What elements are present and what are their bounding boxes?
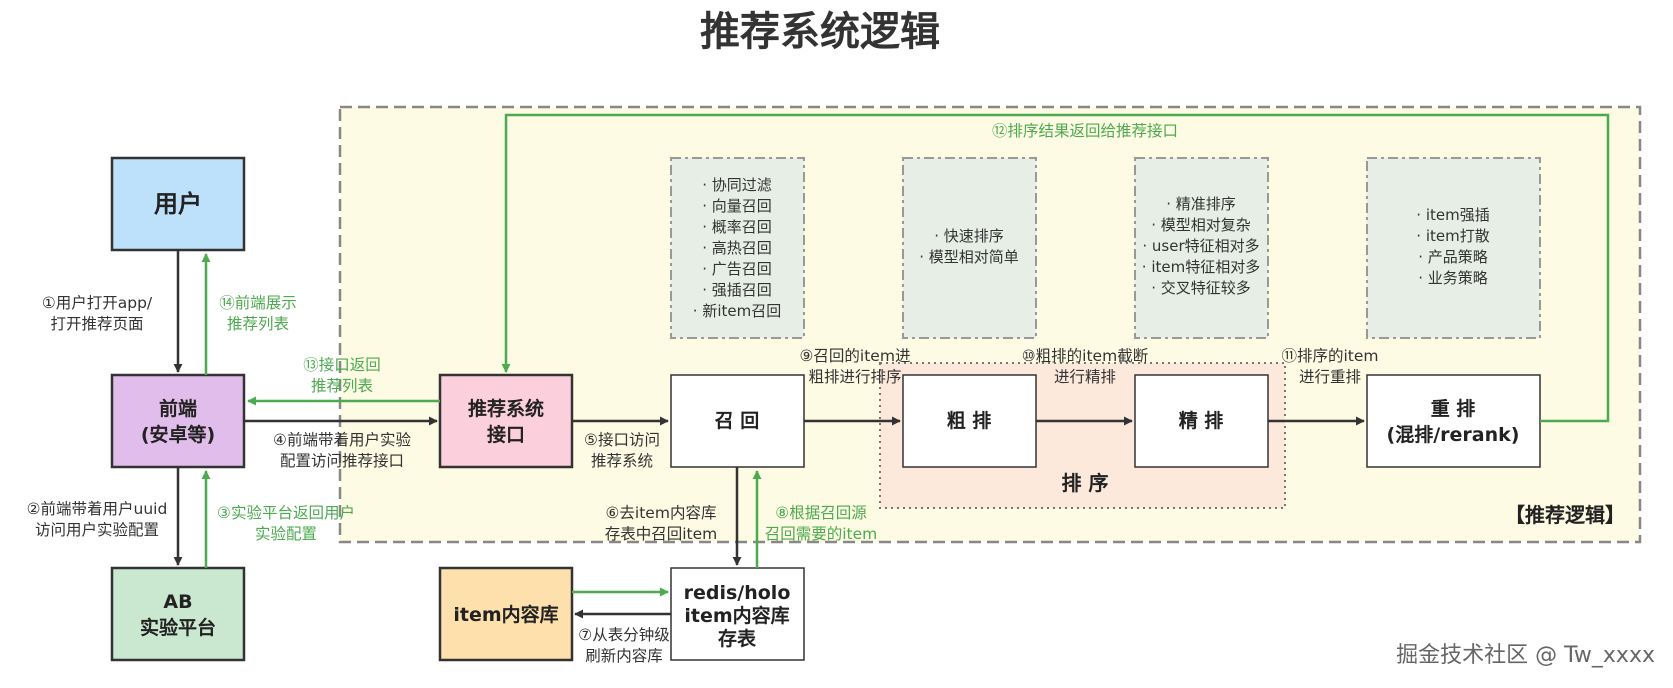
arrow-rerank-to-api <box>501 113 1610 423</box>
svg-text:推荐系统: 推荐系统 <box>591 452 653 470</box>
fine-note-box <box>1134 157 1269 339</box>
ab-platform-box <box>110 566 246 662</box>
ab-platform-label: AB <box>163 591 192 613</box>
fine-note-line: · 交叉特征较多 <box>1151 279 1251 297</box>
frontend-box <box>110 373 246 469</box>
recall-note: · 协同过滤 · 向量召回 · 概率召回 · 高热召回 · 广告召回 · 强插召… <box>693 176 781 320</box>
svg-text:⑤接口访问: ⑤接口访问 <box>584 431 660 449</box>
svg-text:⑧根据召回源: ⑧根据召回源 <box>775 504 866 522</box>
recall-note-line: · 向量召回 <box>702 197 772 215</box>
step-14-label: ⑭前端展示 推荐列表 <box>219 294 297 333</box>
api-label: 接口 <box>487 424 525 446</box>
svg-text:刷新内容库: 刷新内容库 <box>585 647 663 665</box>
fine-rank-label: 精 排 <box>1179 409 1224 432</box>
rerank-note-box <box>1366 157 1541 339</box>
rerank-box <box>1366 374 1541 468</box>
recall-note-line: · 广告召回 <box>702 260 772 278</box>
coarse-note-box <box>902 157 1037 339</box>
user-label: 用户 <box>154 190 202 218</box>
svg-text:⑨召回的item进: ⑨召回的item进 <box>800 347 911 365</box>
recall-note-line: · 强插召回 <box>702 281 772 299</box>
fine-note-line: · item特征相对多 <box>1142 258 1260 276</box>
coarse-rank-label: 粗 排 <box>947 409 992 432</box>
coarse-note-line: · 快速排序 <box>934 227 1004 245</box>
svg-text:粗排进行排序: 粗排进行排序 <box>808 368 901 386</box>
frontend-label: (安卓等) <box>141 423 215 446</box>
svg-text:进行精排: 进行精排 <box>1054 368 1116 386</box>
rerank-note-line: · 产品策略 <box>1418 248 1488 266</box>
svg-text:⑪排序的item: ⑪排序的item <box>1281 347 1378 365</box>
svg-text:配置访问推荐接口: 配置访问推荐接口 <box>280 452 404 470</box>
fine-note-line: · 精准排序 <box>1166 195 1236 213</box>
step-3-label: ③实验平台返回用户 实验配置 <box>217 504 355 543</box>
fine-note-line: · 模型相对复杂 <box>1151 216 1251 234</box>
coarse-note: · 快速排序 · 模型相对简单 <box>919 227 1019 266</box>
svg-text:⑥去item内容库: ⑥去item内容库 <box>606 504 717 522</box>
logic-region-label: 【推荐逻辑】 <box>1505 503 1625 527</box>
svg-text:④前端带着用户实验: ④前端带着用户实验 <box>273 431 411 449</box>
step-8-label: ⑧根据召回源 召回需要的item <box>765 504 878 543</box>
api-label: 推荐系统 <box>468 397 544 420</box>
svg-text:访问用户实验配置: 访问用户实验配置 <box>35 521 159 539</box>
fine-note: · 精准排序 · 模型相对复杂 · user特征相对多 · item特征相对多 … <box>1142 195 1260 297</box>
svg-text:存表中召回item: 存表中召回item <box>605 525 718 543</box>
svg-text:⑬接口返回: ⑬接口返回 <box>303 356 381 374</box>
redis-store-label: 存表 <box>718 627 757 650</box>
svg-text:推荐列表: 推荐列表 <box>311 377 373 395</box>
step-1-label: ①用户打开app/ 打开推荐页面 <box>42 294 153 333</box>
coarse-note-line: · 模型相对简单 <box>919 248 1019 266</box>
svg-text:实验配置: 实验配置 <box>255 525 317 543</box>
fine-rank-box <box>1134 374 1269 468</box>
svg-text:⑦从表分钟级: ⑦从表分钟级 <box>578 626 669 644</box>
coarse-rank-box <box>902 374 1037 468</box>
recall-box <box>670 374 805 468</box>
step-7-label: ⑦从表分钟级 刷新内容库 <box>578 626 669 665</box>
step-5-label: ⑤接口访问 推荐系统 <box>584 431 660 470</box>
step-12-label: ⑫排序结果返回给推荐接口 <box>992 122 1178 140</box>
svg-text:①用户打开app/: ①用户打开app/ <box>42 294 153 312</box>
rerank-note-line: · 业务策略 <box>1418 269 1488 287</box>
recall-note-line: · 高热召回 <box>702 239 772 257</box>
svg-text:⑩粗排的item截断: ⑩粗排的item截断 <box>1022 347 1148 365</box>
step-6-label: ⑥去item内容库 存表中召回item <box>605 504 718 543</box>
step-9-label: ⑨召回的item进 粗排进行排序 <box>800 347 911 386</box>
rerank-note-line: · item打散 <box>1416 227 1489 245</box>
frontend-label: 前端 <box>159 397 197 420</box>
rerank-note: · item强插 · item打散 · 产品策略 · 业务策略 <box>1416 206 1489 287</box>
redis-store-box <box>670 567 805 661</box>
redis-store-label: item内容库 <box>684 604 789 627</box>
step-10-label: ⑩粗排的item截断 进行精排 <box>1022 347 1148 386</box>
svg-text:⑭前端展示: ⑭前端展示 <box>219 294 297 312</box>
svg-text:③实验平台返回用户: ③实验平台返回用户 <box>217 504 355 522</box>
recall-note-line: · 协同过滤 <box>702 176 772 194</box>
item-library-box <box>438 566 574 662</box>
svg-text:进行重排: 进行重排 <box>1299 368 1361 386</box>
svg-text:②前端带着用户uuid: ②前端带着用户uuid <box>27 500 168 518</box>
svg-text:推荐列表: 推荐列表 <box>227 315 289 333</box>
diagram-title: 推荐系统逻辑 <box>700 9 940 55</box>
rerank-label: (混排/rerank) <box>1387 423 1520 446</box>
step-11-label: ⑪排序的item 进行重排 <box>1281 347 1378 386</box>
ab-platform-label: 实验平台 <box>140 616 216 639</box>
recall-note-line: · 概率召回 <box>702 218 772 236</box>
fine-note-line: · user特征相对多 <box>1142 237 1259 255</box>
recall-note-line: · 新item召回 <box>693 302 781 320</box>
item-library-label: item内容库 <box>453 603 558 626</box>
svg-text:召回需要的item: 召回需要的item <box>765 525 878 543</box>
step-4-label: ④前端带着用户实验 配置访问推荐接口 <box>273 431 411 470</box>
sort-region-label: 排 序 <box>1062 471 1109 495</box>
step-2-label: ②前端带着用户uuid 访问用户实验配置 <box>27 500 168 539</box>
svg-text:打开推荐页面: 打开推荐页面 <box>50 315 143 333</box>
step-13-label: ⑬接口返回 推荐列表 <box>303 356 381 395</box>
rerank-label: 重 排 <box>1431 397 1476 420</box>
redis-store-label: redis/holo <box>684 582 791 604</box>
recall-label: 召 回 <box>715 410 760 432</box>
rerank-note-line: · item强插 <box>1416 206 1489 224</box>
recall-note-box <box>670 157 805 339</box>
api-box <box>438 373 574 469</box>
watermark: 掘金技术社区 @ Tw_xxxx <box>1396 643 1655 668</box>
